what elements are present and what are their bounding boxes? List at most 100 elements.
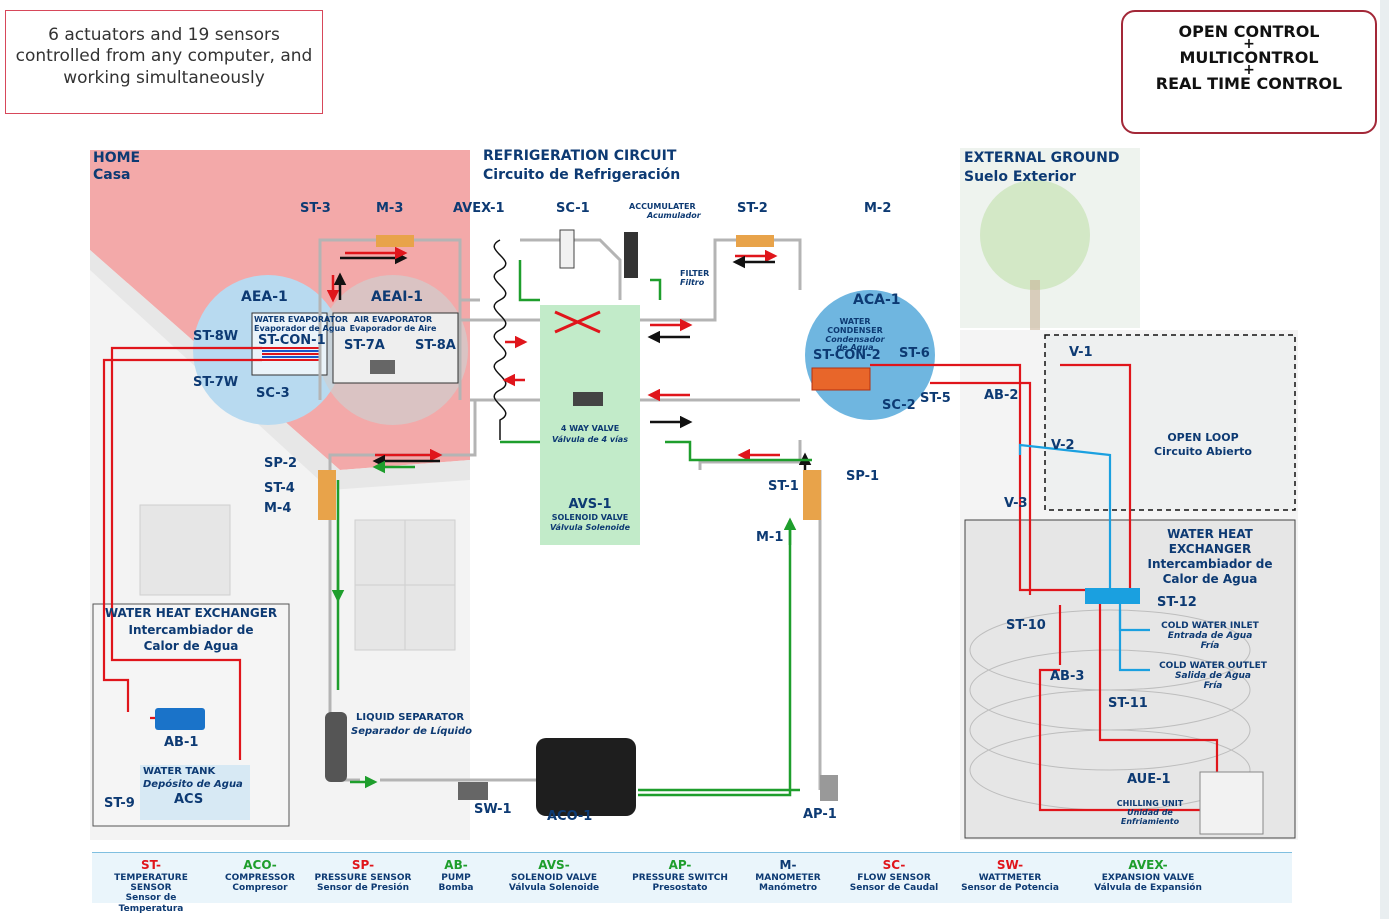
legend-es: Válvula Solenoide [508, 883, 600, 894]
label-sp2: SP-2 [264, 456, 298, 471]
legend-code: M- [779, 858, 797, 872]
whx-left-sub-2: Calor de Agua [143, 639, 239, 653]
control-multi: MULTICONTROL [1179, 47, 1319, 67]
aca1-title-1: WATER [839, 317, 871, 326]
label-m3: M-3 [376, 201, 404, 216]
label-ap1: AP-1 [803, 807, 837, 822]
chilling-unit-title: CHILLING UNIT [1116, 799, 1184, 808]
accumulater-title: ACCUMULATER [629, 202, 696, 211]
legend-en: PUMP [441, 872, 471, 883]
chilling-unit-sub-1: Unidad de [1127, 808, 1173, 817]
label-m1: M-1 [756, 530, 784, 545]
legend-item: AB- PUMP Bomba [426, 858, 486, 894]
tank-sub: Depósito de Agua [143, 779, 243, 790]
legend-en: SOLENOID VALVE [510, 872, 598, 883]
avs1-label: AVS-1 [568, 497, 612, 512]
legend-item: SC- FLOW SENSOR Sensor de Caudal [840, 858, 948, 894]
legend-code: SW- [996, 858, 1024, 872]
label-st1: ST-1 [768, 479, 799, 494]
legend-code: ST- [140, 858, 162, 872]
label-avex1: AVEX-1 [453, 201, 505, 216]
fourway-title: 4 WAY VALVE [560, 424, 620, 433]
cold-water-inlet-title: COLD WATER INLET [1161, 621, 1259, 631]
cold-water-outlet-sub-1: Salida de Agua [1175, 671, 1251, 681]
external-ground-illustration [960, 148, 1298, 840]
aeai1-sub: Evaporador de Aire [349, 324, 437, 333]
label-sc3: SC-3 [256, 386, 290, 401]
label-sc1: SC-1 [556, 201, 590, 216]
label-m4: M-4 [264, 501, 292, 516]
legend-item: AP- PRESSURE SWITCH Presostato [624, 858, 736, 894]
label-aue1: AUE-1 [1127, 772, 1171, 787]
ground-subtitle: Suelo Exterior [964, 169, 1076, 185]
legend-es: Sensor de Temperatura [118, 893, 184, 914]
label-ab2: AB-2 [984, 388, 1019, 403]
label-v2: V-2 [1051, 438, 1075, 453]
label-stcon2: ST-CON-2 [813, 348, 881, 363]
aeai1-title: AIR EVAPORATOR [353, 315, 433, 324]
note-text: 6 actuators and 19 sensors controlled fr… [15, 25, 313, 88]
liquid-separator-sub: Separador de Líquido [351, 726, 472, 737]
legend-code: AP- [668, 858, 692, 872]
legend-es: Manómetro [758, 883, 818, 894]
whx-left-sub-1: Intercambiador de [128, 623, 254, 637]
legend-code: ACO- [243, 858, 277, 872]
avs1-title: SOLENOID VALVE [551, 513, 629, 522]
legend-code: AVS- [538, 858, 570, 872]
liquid-separator-title: LIQUID SEPARATOR [356, 712, 465, 723]
label-sw1: SW-1 [474, 802, 512, 817]
filter-title: FILTER [680, 269, 710, 278]
whx-right-title-2: EXCHANGER [1168, 542, 1252, 556]
label-st3: ST-3 [300, 201, 331, 216]
legend-en: COMPRESSOR [224, 872, 296, 883]
legend-es: Válvula de Expansión [1094, 883, 1202, 894]
aca1-title-2: CONDENSER [827, 326, 883, 335]
fourway-sub: Válvula de 4 vías [552, 435, 628, 444]
label-sc2: SC-2 [882, 398, 916, 413]
label-ab3: AB-3 [1050, 669, 1085, 684]
label-st8w: ST-8W [193, 329, 239, 344]
accumulater-sub: Acumulador [647, 211, 701, 220]
openloop-sub: Circuito Abierto [1154, 445, 1252, 458]
label-st9: ST-9 [104, 796, 135, 811]
legend-es: Sensor de Caudal [849, 883, 939, 894]
label-stcon1: ST-CON-1 [258, 333, 326, 348]
legend-code: AVEX- [1128, 858, 1168, 872]
circuit-title: REFRIGERATION CIRCUIT [483, 148, 677, 164]
legend-en: PRESSURE SWITCH [632, 872, 728, 883]
legend-item: AVEX- EXPANSION VALVE Válvula de Expansi… [1078, 858, 1218, 894]
legend-code: SP- [351, 858, 375, 872]
filter-sub: Filtro [680, 278, 705, 287]
legend-es: Sensor de Presión [317, 883, 409, 894]
label-v1: V-1 [1069, 345, 1093, 360]
cold-water-inlet-sub-1: Entrada de Agua [1167, 631, 1253, 641]
legend-item: ST- TEMPERATURE SENSOR Sensor de Tempera… [92, 858, 210, 914]
avs1-sub: Válvula Solenoide [549, 523, 631, 532]
control-open: OPEN CONTROL [1178, 22, 1320, 41]
legend-item: AVS- SOLENOID VALVE Válvula Solenoide [494, 858, 614, 894]
note-box: 6 actuators and 19 sensors controlled fr… [5, 10, 323, 114]
legend-es: Compresor [232, 883, 288, 894]
legend-es: Presostato [652, 883, 708, 894]
legend-item: ACO- COMPRESSOR Compresor [220, 858, 300, 894]
aca1-sub-2: de Agua [836, 343, 874, 352]
label-st11: ST-11 [1108, 696, 1148, 711]
aea1-label: AEA-1 [241, 289, 288, 305]
label-st7w: ST-7W [193, 375, 239, 390]
aeai1-label: AEAI-1 [371, 289, 423, 305]
legend-es: Bomba [438, 883, 474, 894]
control-plus-1: + [1243, 36, 1255, 52]
openloop-title: OPEN LOOP [1167, 431, 1239, 444]
cold-water-outlet-title: COLD WATER OUTLET [1159, 661, 1267, 671]
control-badge: OPEN CONTROL + MULTICONTROL + REAL TIME … [1121, 10, 1377, 134]
whx-right-sub-2: Calor de Agua [1162, 572, 1258, 586]
legend-en: WATTMETER [978, 872, 1042, 883]
label-aco1: ACO-1 [547, 809, 593, 824]
label-sp1: SP-1 [846, 469, 880, 484]
legend-item: M- MANOMETER Manómetro [746, 858, 830, 894]
legend-en: EXPANSION VALVE [1101, 872, 1195, 883]
legend-en: TEMPERATURE SENSOR [114, 872, 188, 894]
tank-title: WATER TANK [143, 766, 216, 777]
circuit-subtitle: Circuito de Refrigeración [483, 167, 681, 183]
